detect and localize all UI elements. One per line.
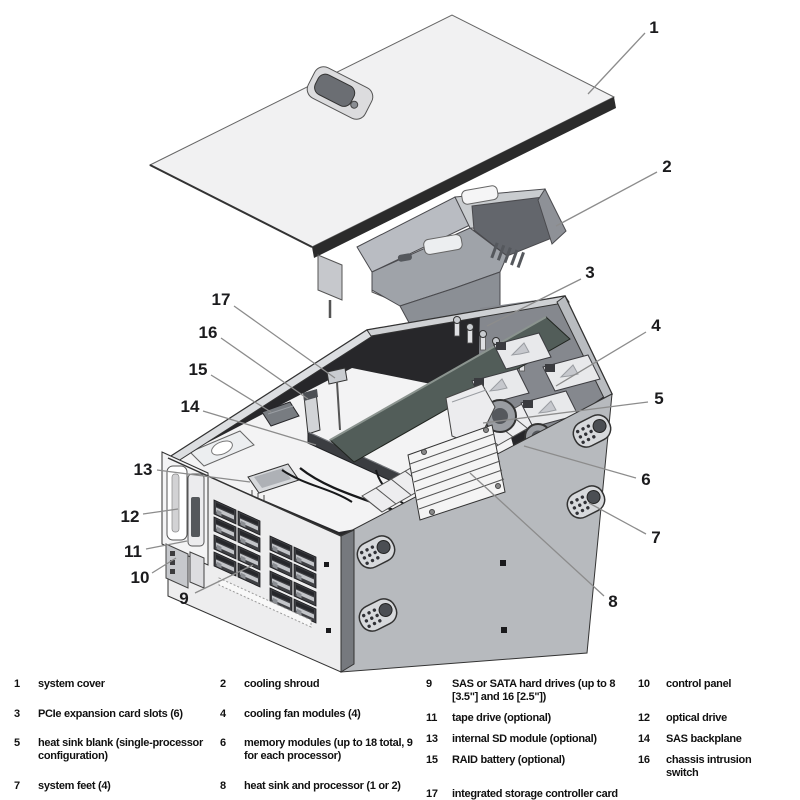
chassis-intrusion-switch xyxy=(303,389,321,435)
legend-item-number: 1 xyxy=(14,678,20,690)
legend-item-label: control panel xyxy=(666,678,732,690)
legend-item-number: 9 xyxy=(426,678,432,690)
svg-text:3: 3 xyxy=(585,263,594,282)
svg-text:8: 8 xyxy=(608,592,617,611)
bottom-panel xyxy=(340,393,616,673)
legend-left-columns: 1 system cover 2 cooling shroud 3 PCIe e… xyxy=(14,678,422,800)
callout-15: 15 xyxy=(189,360,272,413)
legend-item-label: internal SD module (optional) xyxy=(452,733,597,745)
legend: 1 system cover 2 cooling shroud 3 PCIe e… xyxy=(14,678,794,800)
svg-text:14: 14 xyxy=(181,397,200,416)
legend-item-number: 8 xyxy=(220,779,226,792)
legend-item-number: 17 xyxy=(426,788,438,800)
legend-item-label: SAS or SATA hard drives (up to 8 [3.5"] … xyxy=(452,678,616,703)
legend-item-label: cooling fan modules (4) xyxy=(244,707,361,720)
svg-text:2: 2 xyxy=(662,157,671,176)
svg-text:5: 5 xyxy=(654,389,663,408)
callout-1: 1 xyxy=(587,18,659,95)
legend-item-number: 16 xyxy=(638,754,650,766)
legend-item-number: 11 xyxy=(426,712,438,724)
legend-item-label: heat sink blank (single-processor config… xyxy=(38,737,203,762)
callout-7: 7 xyxy=(588,502,661,547)
svg-text:13: 13 xyxy=(134,460,153,479)
svg-text:11: 11 xyxy=(124,542,142,561)
legend-item-number: 4 xyxy=(220,707,226,720)
svg-text:7: 7 xyxy=(651,528,660,547)
optical-drive-cage xyxy=(189,430,255,467)
callout-4: 4 xyxy=(555,316,661,387)
exploded-view-drawing: 1 2 3 4 5 6 7 8 9 10 11 12 13 14 15 16 1… xyxy=(121,14,672,673)
raid-battery xyxy=(261,401,300,427)
svg-text:6: 6 xyxy=(641,470,650,489)
legend-item-label: heat sink and processor (1 or 2) xyxy=(244,779,401,792)
callout-6: 6 xyxy=(523,445,651,489)
front-bezel xyxy=(161,451,209,589)
legend-item-label: optical drive xyxy=(666,712,727,724)
legend-item-number: 3 xyxy=(14,707,20,720)
callout-14: 14 xyxy=(181,397,317,446)
callout-8: 8 xyxy=(469,472,618,611)
legend-item-number: 14 xyxy=(638,733,650,745)
heat-sink-processor xyxy=(407,424,506,521)
internal-sd-module xyxy=(247,463,300,501)
system-cover xyxy=(148,14,616,258)
svg-text:1: 1 xyxy=(649,18,658,37)
legend-item-number: 12 xyxy=(638,712,650,724)
legend-item-number: 2 xyxy=(220,678,226,690)
legend-item-number: 6 xyxy=(220,737,226,749)
callout-12: 12 xyxy=(121,507,179,526)
svg-text:17: 17 xyxy=(212,290,231,309)
tape-drive xyxy=(187,473,205,547)
legend-item-number: 5 xyxy=(14,737,20,749)
callout-5: 5 xyxy=(482,389,664,424)
svg-text:16: 16 xyxy=(199,323,218,342)
callout-2: 2 xyxy=(555,157,672,227)
legend-item-label: tape drive (optional) xyxy=(452,712,551,724)
svg-text:4: 4 xyxy=(651,316,661,335)
shroud-grille xyxy=(490,242,525,268)
cover-latch xyxy=(306,66,374,120)
legend-item-number: 13 xyxy=(426,733,438,745)
optical-drive xyxy=(166,465,188,541)
svg-text:12: 12 xyxy=(121,507,140,526)
svg-text:10: 10 xyxy=(131,568,150,587)
callout-10: 10 xyxy=(131,557,177,587)
legend-item-label: integrated storage controller card xyxy=(452,788,618,800)
legend-item-number: 15 xyxy=(426,754,438,766)
legend-item-label: SAS backplane xyxy=(666,733,742,745)
callout-17: 17 xyxy=(212,290,336,379)
legend-item-number: 10 xyxy=(638,678,650,690)
svg-text:15: 15 xyxy=(189,360,208,379)
callout-3: 3 xyxy=(486,263,595,327)
legend-item-label: RAID battery (optional) xyxy=(452,754,565,766)
legend-item-label: PCIe expansion card slots (6) xyxy=(38,707,183,720)
legend-item-label: system feet (4) xyxy=(38,779,111,792)
svg-text:9: 9 xyxy=(179,589,188,608)
legend-item-number: 7 xyxy=(14,779,20,792)
legend-item-label: cooling shroud xyxy=(244,678,320,690)
legend-item-label: memory modules (up to 18 total, 9 for ea… xyxy=(244,737,413,762)
callout-13: 13 xyxy=(134,460,251,483)
callout-11: 11 xyxy=(124,540,188,561)
chassis xyxy=(161,295,616,673)
legend-item-label: system cover xyxy=(38,678,105,690)
legend-right-columns: 9 SAS or SATA hard drives (up to 8 [3.5"… xyxy=(426,678,792,800)
legend-item-label: chassis intrusion switch xyxy=(666,754,752,779)
callouts: 1 2 3 4 5 6 7 8 9 10 11 12 13 14 15 16 1… xyxy=(121,18,672,611)
control-panel xyxy=(165,543,205,589)
callout-16: 16 xyxy=(199,323,309,400)
front-vent-strip xyxy=(218,577,312,628)
callout-9: 9 xyxy=(179,564,254,608)
